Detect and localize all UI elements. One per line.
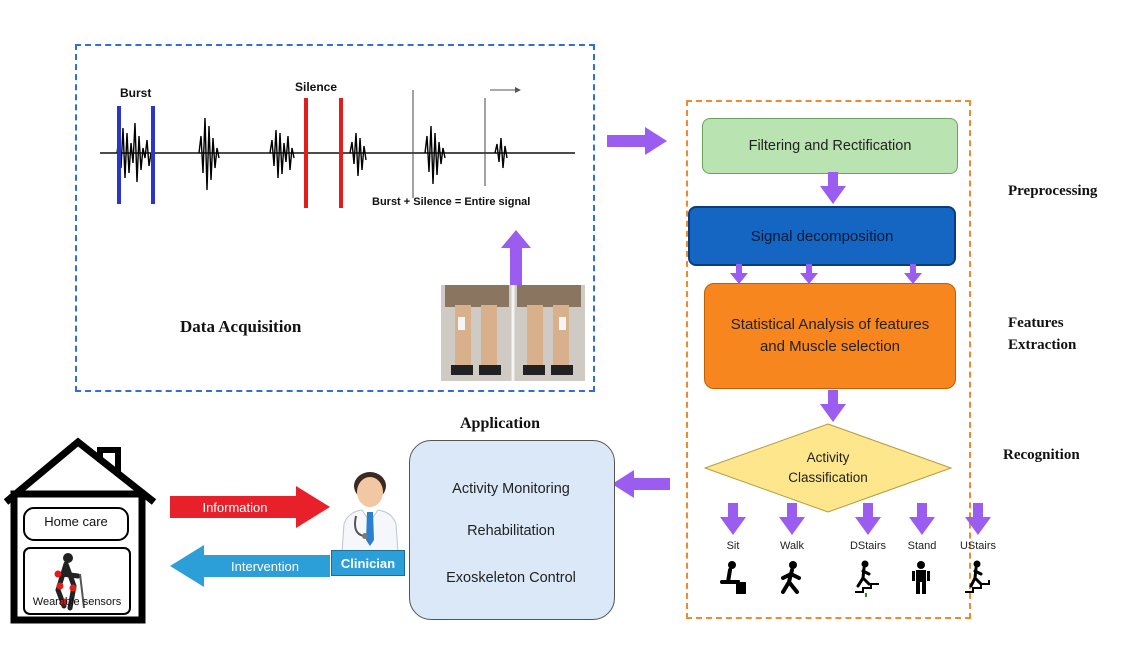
up-arrow-head	[501, 230, 531, 248]
signal-equation: Burst + Silence = Entire signal	[372, 196, 531, 208]
activity-label-sit: Sit	[726, 540, 740, 552]
house-icon	[3, 437, 157, 624]
activity-icon-sit	[720, 561, 746, 594]
right-arrow-head	[645, 127, 667, 155]
home-care-label: Home care	[44, 514, 108, 529]
activity-icon-ustairs	[965, 560, 990, 593]
house-chimney	[97, 447, 121, 476]
burst-wave-3	[269, 129, 295, 179]
emg-signal-plot	[100, 87, 575, 208]
activity-icon-dstairs	[855, 560, 879, 597]
legs-photo	[441, 285, 585, 381]
small-arrow-head	[515, 87, 521, 93]
left-arrow-to-application	[612, 470, 670, 498]
walker-head	[63, 553, 73, 563]
application-item-1: Activity Monitoring	[452, 481, 570, 497]
burst-wave-2	[198, 117, 220, 191]
left-arrow-shaft	[632, 478, 670, 490]
activity-icon-walk	[781, 561, 801, 594]
activity-arrow-walk	[779, 503, 805, 535]
shoe-2	[479, 365, 501, 375]
activity-label-walk: Walk	[779, 540, 805, 552]
decomposition-box: Signal decomposition	[688, 206, 956, 266]
house-roof	[3, 437, 157, 505]
sensor-2	[559, 317, 566, 330]
activity-arrow-sit	[720, 503, 746, 535]
down-arrow-1	[820, 172, 846, 204]
top-caption-fragment	[180, 0, 980, 7]
information-arrow	[170, 486, 330, 528]
down-arrow-2	[820, 390, 846, 422]
triple-arrows	[730, 264, 922, 284]
application-box	[409, 440, 615, 620]
activity-label-dstairs: DStairs	[849, 540, 887, 552]
leg-3	[527, 305, 543, 367]
intervention-arrow	[170, 545, 330, 587]
left-arrow-head	[612, 470, 634, 498]
burst-wave-6	[494, 137, 508, 169]
leg-2	[481, 305, 497, 367]
application-item-2: Rehabilitation	[467, 523, 555, 539]
shoe-4	[551, 365, 573, 375]
sensor-dot-4	[54, 570, 62, 578]
recognition-label: Recognition	[1003, 447, 1080, 463]
statistical-analysis-box: Statistical Analysis of features and Mus…	[704, 283, 956, 389]
burst-wave-1	[116, 122, 152, 183]
information-label: Information	[202, 499, 268, 515]
shorts-right	[517, 285, 581, 307]
activity-label-stand: Stand	[907, 540, 937, 552]
doctor-icon	[341, 472, 399, 552]
features-extraction-label: Features Extraction	[1008, 315, 1077, 353]
wearable-box	[23, 547, 131, 615]
sensor-dot-3	[60, 598, 68, 606]
preprocessing-label: Preprocessing	[1008, 183, 1098, 199]
classification-label: Activity Classification	[788, 450, 868, 485]
sensor-dot-1	[56, 582, 64, 590]
data-acquisition-panel	[75, 44, 595, 392]
activity-arrow-dstairs	[855, 503, 881, 535]
burst-wave-5	[424, 125, 446, 185]
pipeline-panel	[686, 100, 971, 619]
leg-4	[553, 305, 569, 367]
activity-label-ustairs: UStairs	[959, 540, 997, 552]
right-arrow-shaft	[607, 135, 647, 147]
home-care-box	[23, 507, 129, 541]
application-item-3: Exoskeleton Control	[446, 570, 576, 586]
burst-wave-4	[349, 132, 367, 177]
right-arrow-to-pipeline	[607, 127, 667, 155]
wearable-sensors-label: Wearable sensors	[32, 596, 122, 608]
shoe-1	[451, 365, 473, 375]
doctor-face	[357, 477, 383, 507]
walking-cane	[79, 573, 85, 609]
house-body	[10, 490, 146, 624]
leg-1	[455, 305, 471, 367]
up-arrow-shaft	[510, 246, 522, 286]
silence-label: Silence	[295, 80, 338, 94]
classification-diamond	[703, 423, 953, 513]
clinician-label: Clinician	[331, 550, 405, 576]
burst-label: Burst	[120, 86, 152, 100]
sensor-1	[458, 317, 465, 330]
shorts-left	[445, 285, 509, 307]
doctor-tie	[366, 512, 374, 546]
activity-arrow-stand	[909, 503, 935, 535]
activity-icon-stand	[912, 561, 930, 594]
up-arrow	[501, 230, 531, 286]
filtering-box: Filtering and Rectification	[702, 118, 958, 174]
application-title: Application	[460, 415, 541, 432]
stethoscope-head	[362, 533, 368, 539]
sensor-dot-2	[69, 584, 77, 592]
intervention-label: Intervention	[231, 558, 299, 574]
data-acquisition-title: Data Acquisition	[180, 317, 302, 336]
activity-arrow-ustairs	[965, 503, 991, 535]
shoe-3	[523, 365, 545, 375]
